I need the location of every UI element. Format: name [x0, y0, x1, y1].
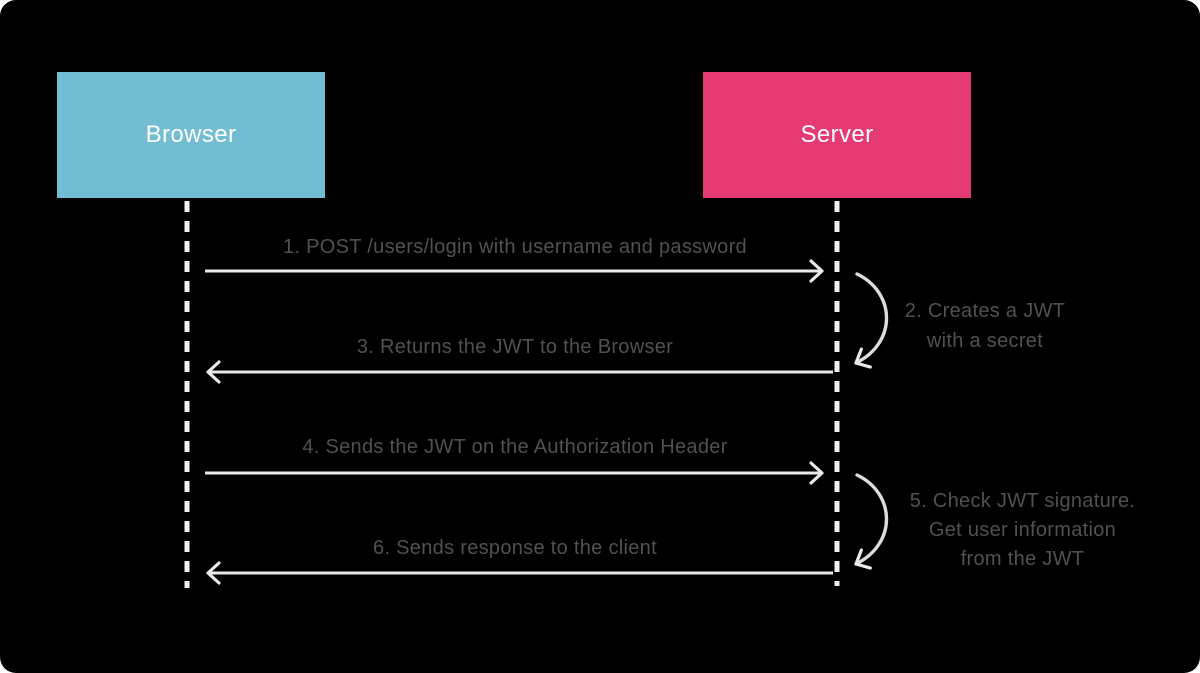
- actor-label-browser: Browser: [145, 121, 237, 148]
- actor-label-server: Server: [800, 121, 874, 148]
- self-step-label-2: 2. Creates a JWT with a secret: [875, 296, 1095, 356]
- self-step-label-2-line-2: with a secret: [926, 330, 1044, 352]
- self-step-label-5-line-3: from the JWT: [960, 548, 1085, 570]
- message-label-3: 3. Returns the JWT to the Browser: [356, 336, 674, 358]
- self-loop-arrow-5: [854, 473, 889, 570]
- message-label-4: 4. Sends the JWT on the Authorization He…: [302, 436, 728, 458]
- self-step-label-5: 5. Check JWT signature. Get user informa…: [890, 487, 1155, 574]
- actor-box-server: Server: [703, 72, 971, 198]
- self-step-label-5-line-1: 5. Check JWT signature.: [909, 490, 1136, 512]
- actor-box-browser: Browser: [57, 72, 325, 198]
- self-step-label-2-line-1: 2. Creates a JWT: [904, 300, 1066, 322]
- message-label-1: 1. POST /users/login with username and p…: [283, 236, 747, 258]
- message-label-6: 6. Sends response to the client: [373, 537, 657, 559]
- self-step-label-5-line-2: Get user information: [928, 519, 1117, 541]
